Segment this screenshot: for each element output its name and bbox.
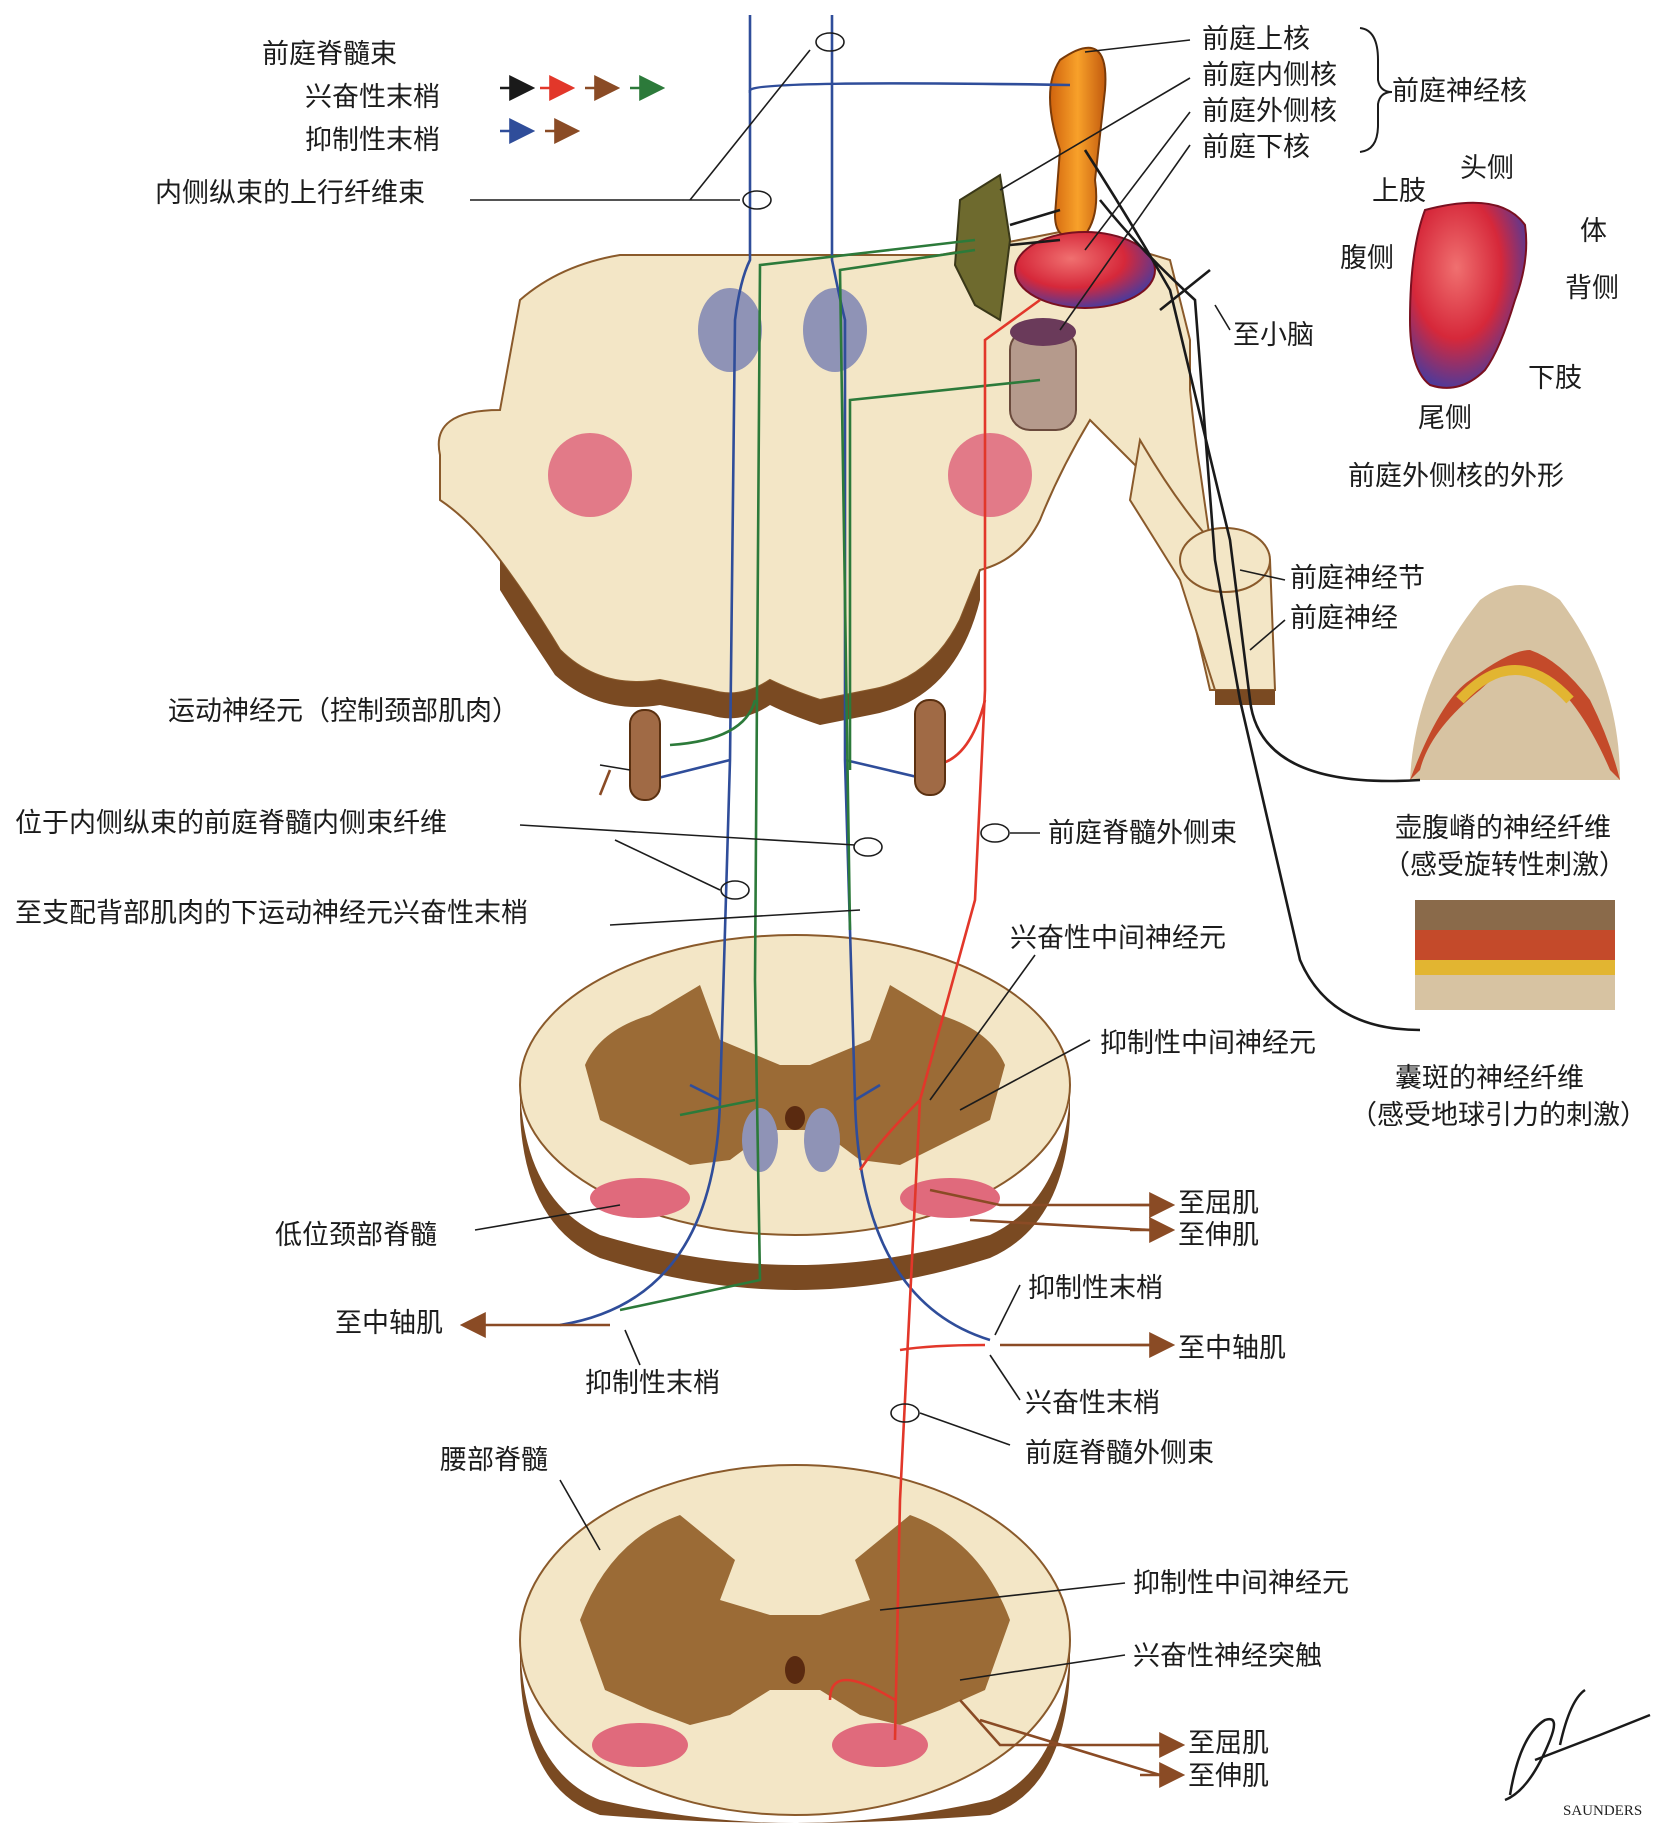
label-exc-synapse: 兴奋性神经突触 bbox=[1133, 1643, 1322, 1670]
lateral-nucleus-shape-inset bbox=[1410, 203, 1526, 388]
legend-arrows bbox=[500, 88, 660, 131]
label-to-back-motor: 至支配背部肌肉的下运动神经元兴奋性末梢 bbox=[15, 900, 528, 927]
crista-inset bbox=[1410, 585, 1620, 780]
label-orient-dorsal: 背侧 bbox=[1565, 275, 1619, 302]
grey-nucleus-left bbox=[698, 288, 762, 372]
label-vestibular-ganglion: 前庭神经节 bbox=[1290, 565, 1425, 592]
label-macula-note: （感受地球引力的刺激） bbox=[1350, 1102, 1647, 1129]
label-vestibular-nuclei: 前庭神经核 bbox=[1392, 78, 1527, 105]
motor-neuron-right bbox=[915, 700, 945, 795]
signature-publisher: SAUNDERS bbox=[1563, 1803, 1642, 1820]
label-to-axial-left: 至中轴肌 bbox=[335, 1310, 443, 1337]
label-crista-note: （感受旋转性刺激） bbox=[1383, 852, 1626, 879]
brainstem-section bbox=[439, 230, 1275, 725]
label-lateral-vs-tract-upper: 前庭脊髓外侧束 bbox=[1048, 820, 1237, 847]
label-inh-ending-left: 抑制性末梢 bbox=[585, 1370, 720, 1397]
label-vestibular-superior: 前庭上核 bbox=[1202, 26, 1310, 53]
label-lateral-vs-tract-lower: 前庭脊髓外侧束 bbox=[1025, 1440, 1214, 1467]
label-to-flexor-upper: 至屈肌 bbox=[1178, 1190, 1259, 1217]
red-nucleus-left bbox=[548, 433, 632, 517]
label-low-cervical: 低位颈部脊髓 bbox=[275, 1222, 437, 1249]
low-cervical-section bbox=[520, 935, 1070, 1290]
label-inh-interneuron-upper: 抑制性中间神经元 bbox=[1100, 1030, 1316, 1057]
label-vestibular-inferior: 前庭下核 bbox=[1202, 134, 1310, 161]
label-motor-neuron-neck: 运动神经元（控制颈部肌肉） bbox=[168, 698, 519, 725]
label-lateral-nucleus-shape: 前庭外侧核的外形 bbox=[1348, 463, 1564, 490]
label-to-extensor-lower: 至伸肌 bbox=[1188, 1763, 1269, 1790]
label-orient-caudal: 尾侧 bbox=[1418, 405, 1472, 432]
macula-inset bbox=[1415, 900, 1615, 1010]
label-orient-upper-limb: 上肢 bbox=[1372, 178, 1426, 205]
label-to-axial-right: 至中轴肌 bbox=[1178, 1335, 1286, 1362]
legend-inhibitory-label: 抑制性末梢 bbox=[305, 118, 440, 157]
netter-signature bbox=[1505, 1690, 1650, 1800]
label-macula-fibers: 囊斑的神经纤维 bbox=[1395, 1065, 1584, 1092]
label-orient-lower-limb: 下肢 bbox=[1528, 365, 1582, 392]
label-mlf-medial-fibers: 位于内侧纵束的前庭脊髓内侧束纤维 bbox=[15, 810, 447, 837]
vestibular-nuclei-brace bbox=[1360, 28, 1392, 152]
superior-vestibular-nucleus bbox=[1050, 48, 1105, 238]
motor-neuron-left bbox=[630, 710, 660, 800]
label-to-flexor-lower: 至屈肌 bbox=[1188, 1730, 1269, 1757]
lumbar-section bbox=[520, 1465, 1070, 1823]
legend-title: 前庭脊髓束 bbox=[262, 32, 397, 71]
vestibular-ganglion-shape bbox=[1180, 528, 1270, 592]
legend-excitatory-label: 兴奋性末梢 bbox=[305, 75, 440, 114]
label-vestibular-lateral: 前庭外侧核 bbox=[1202, 98, 1337, 125]
label-orient-rostral: 头侧 bbox=[1460, 155, 1514, 182]
label-vestibular-nerve: 前庭神经 bbox=[1290, 605, 1398, 632]
label-to-extensor-upper: 至伸肌 bbox=[1178, 1222, 1259, 1249]
grey-nucleus-right bbox=[803, 288, 867, 372]
label-to-cerebellum: 至小脑 bbox=[1233, 322, 1314, 349]
label-orient-body: 体 bbox=[1580, 218, 1607, 245]
label-inh-ending-right: 抑制性末梢 bbox=[1028, 1275, 1163, 1302]
label-inh-interneuron-lower: 抑制性中间神经元 bbox=[1133, 1570, 1349, 1597]
label-lumbar: 腰部脊髓 bbox=[440, 1447, 548, 1474]
label-exc-ending: 兴奋性末梢 bbox=[1025, 1390, 1160, 1417]
label-crista-fibers: 壶腹嵴的神经纤维 bbox=[1395, 815, 1611, 842]
label-vestibular-medial: 前庭内侧核 bbox=[1202, 62, 1337, 89]
label-mlf-ascending: 内侧纵束的上行纤维束 bbox=[155, 180, 425, 207]
red-nucleus-right bbox=[948, 433, 1032, 517]
label-exc-interneuron-upper: 兴奋性中间神经元 bbox=[1010, 925, 1226, 952]
label-orient-ventral: 腹侧 bbox=[1340, 245, 1394, 272]
